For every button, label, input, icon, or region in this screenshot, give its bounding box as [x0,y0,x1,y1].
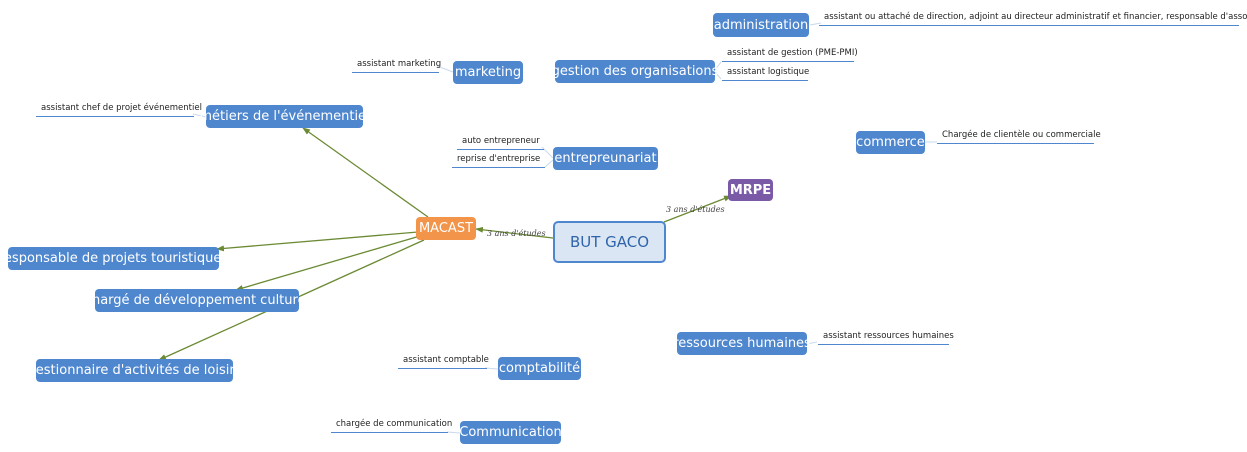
link-administration-leaf [809,22,822,26]
gestion-organisations-node[interactable]: gestion des organisations [552,60,718,83]
leaf-evenementiel: assistant chef de projet événementiel [36,103,202,117]
commerce-node[interactable]: commerce [856,131,925,154]
leaf-rh: assistant ressources humaines [818,331,954,345]
mrpe-node[interactable]: MRPE [728,179,773,201]
link-marketing-leaf [436,65,454,73]
center-node[interactable]: BUT GACO [553,221,666,263]
leaf-gestion-pme: assistant de gestion (PME-PMI) [722,48,858,62]
leaf-administration: assistant ou attaché de direction, adjoi… [819,12,1247,26]
leaf-comptable: assistant comptable [398,355,489,369]
link-evenementiel-leaf [192,113,207,118]
entrepreunariat-node[interactable]: entrepreunariat [553,147,658,170]
edge-label-macast: 3 ans d'études [487,229,546,238]
leaf-logistique: assistant logistique [722,67,809,81]
leaf-auto-entrepreneur: auto entrepreneur [457,136,544,150]
projets-touristiques-node[interactable]: responsable de projets touristiques [0,247,228,270]
communication-node[interactable]: Communication [459,421,562,444]
developpement-culturel-node[interactable]: chargé de développement culturel [85,289,309,312]
macast-node[interactable]: MACAST [416,217,476,240]
link-entre-leaf-1 [541,146,554,159]
link-entre-leaf-2 [544,159,554,168]
link-gestion-leaf-1 [714,61,722,71]
link-macast-to-touristiques [216,231,419,252]
link-rh-leaf [806,341,818,345]
link-macast-to-evenementiel [302,127,429,218]
leaf-marketing: assistant marketing [352,59,441,73]
leaf-communication: chargée de communication [331,419,452,433]
link-center-to-mrpe [663,195,732,223]
link-macast-to-culturel [235,235,421,291]
leaf-commerce: Chargée de clientèle ou commerciale [937,130,1101,144]
activites-loisirs-node[interactable]: gestionnaire d'activités de loisirs [28,359,241,382]
marketing-node[interactable]: marketing [453,61,523,84]
link-compta-leaf [484,367,499,370]
link-center-to-macast [475,226,554,239]
edge-label-mrpe: 3 ans d'études [666,205,725,214]
metiers-evenementiel-node[interactable]: métiers de l'événementiel [199,105,370,128]
ressources-humaines-node[interactable]: ressources humaines [673,332,811,355]
administration-node[interactable]: administration [713,13,809,37]
link-gestion-leaf-2 [714,71,722,80]
link-comm-leaf [446,431,461,434]
leaf-reprise-entreprise: reprise d'entreprise [452,154,545,168]
comptabilite-node[interactable]: comptabilité [498,357,581,380]
